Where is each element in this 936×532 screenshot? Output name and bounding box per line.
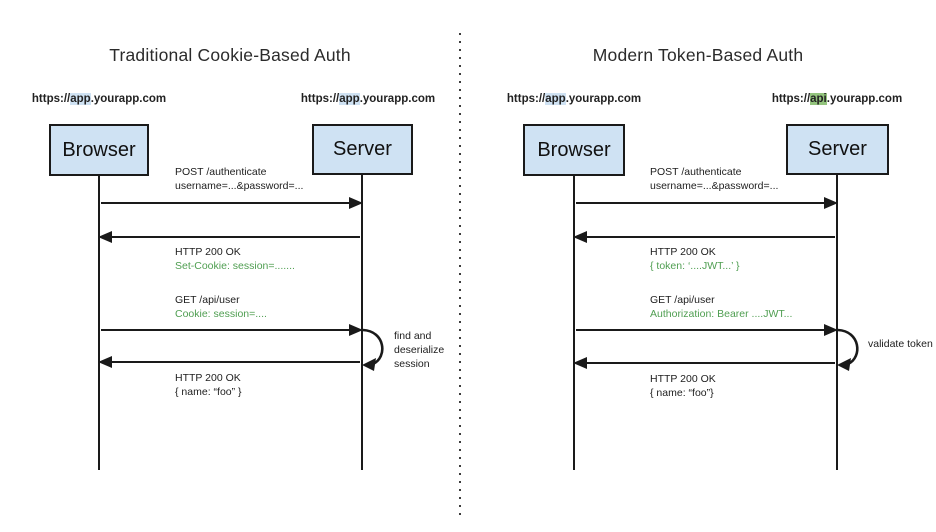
message-line2: Set-Cookie: session=....... — [175, 259, 295, 272]
message-line1: POST /authenticate — [650, 166, 742, 178]
message-line1: GET /api/user — [175, 294, 240, 306]
url-host-highlight: app — [545, 93, 566, 105]
note-line: deserialize — [394, 344, 445, 356]
message-line1: HTTP 200 OK — [650, 246, 716, 258]
arrowhead-icon — [573, 231, 587, 243]
arrow-http-200-name-foo-right — [573, 357, 837, 369]
note-line: validate token — [868, 338, 933, 350]
note-find-deserialize-session: find and deserialize session — [394, 329, 444, 371]
message-label-post-authenticate-right: POST /authenticate username=...&password… — [650, 166, 778, 193]
arrow-shaft — [101, 202, 360, 204]
self-loop-arrow-icon — [837, 328, 859, 371]
browser-lifeline-left — [98, 176, 100, 470]
arrow-http-200-token — [573, 231, 837, 243]
message-label-get-api-user-cookie: GET /api/user Cookie: session=.... — [175, 294, 267, 321]
panel-title-token-auth: Modern Token-Based Auth — [592, 45, 804, 65]
browser-box-right: Browser — [523, 124, 625, 176]
arrow-get-api-user-right — [574, 324, 838, 336]
message-line2: { name: “foo” } — [175, 385, 242, 398]
arrowhead-icon — [824, 197, 838, 209]
browser-url-right: https://app.yourapp.com — [504, 93, 644, 105]
server-lifeline-left — [361, 175, 363, 470]
url-host-highlight: api — [810, 93, 827, 105]
server-box-right: Server — [786, 124, 889, 175]
server-url-right: https://api.yourapp.com — [767, 93, 907, 105]
server-lifeline-right — [836, 175, 838, 470]
note-line: find and — [394, 330, 432, 342]
panel-title-cookie-auth: Traditional Cookie-Based Auth — [109, 45, 351, 65]
url-suffix: .yourapp.com — [565, 93, 642, 105]
browser-lifeline-right — [573, 176, 575, 470]
url-suffix: .yourapp.com — [359, 93, 436, 105]
url-host-highlight: app — [339, 93, 360, 105]
browser-url-left: https://app.yourapp.com — [29, 93, 169, 105]
message-line1: HTTP 200 OK — [175, 372, 241, 384]
server-box-left: Server — [312, 124, 413, 175]
arrow-shaft — [101, 329, 360, 331]
server-label: Server — [333, 138, 392, 160]
message-label-token: HTTP 200 OK { token: ‘....JWT...’ } — [650, 246, 739, 273]
arrow-shaft — [576, 362, 835, 364]
arrow-shaft — [101, 236, 360, 238]
message-line1: HTTP 200 OK — [650, 373, 716, 385]
url-prefix: https:// — [31, 93, 71, 105]
arrowhead-icon — [349, 197, 363, 209]
message-line2: username=...&password=... — [650, 179, 779, 192]
arrow-http-200-name-foo-left — [98, 356, 362, 368]
message-line1: HTTP 200 OK — [175, 246, 241, 258]
arrow-shaft — [101, 361, 360, 363]
message-label-name-foo-left: HTTP 200 OK { name: “foo” } — [175, 372, 242, 399]
arrow-http-200-setcookie — [98, 231, 362, 243]
url-suffix: .yourapp.com — [90, 93, 167, 105]
note-validate-token: validate token — [868, 337, 933, 351]
arrowhead-icon — [824, 324, 838, 336]
arrowhead-icon — [98, 231, 112, 243]
arrow-post-authenticate — [99, 197, 363, 209]
arrow-post-authenticate-right — [574, 197, 838, 209]
url-prefix: https:// — [771, 93, 811, 105]
self-loop-arrow-icon — [362, 328, 384, 371]
message-line2: { token: ‘....JWT...’ } — [650, 259, 740, 272]
url-prefix: https:// — [300, 93, 340, 105]
arrow-shaft — [576, 202, 835, 204]
message-label-post-authenticate: POST /authenticate username=...&password… — [175, 166, 303, 193]
arrowhead-icon — [98, 356, 112, 368]
dotted-divider-line — [459, 33, 461, 521]
arrow-shaft — [576, 329, 835, 331]
url-host-highlight: app — [70, 93, 91, 105]
server-label: Server — [808, 138, 867, 160]
browser-label: Browser — [537, 138, 611, 161]
url-prefix: https:// — [506, 93, 546, 105]
message-label-name-foo-right: HTTP 200 OK { name: “foo”} — [650, 373, 716, 400]
message-label-get-api-user-bearer: GET /api/user Authorization: Bearer ....… — [650, 294, 792, 321]
arrowhead-icon — [573, 357, 587, 369]
note-line: session — [394, 358, 430, 370]
message-line2: username=...&password=... — [175, 179, 304, 192]
message-line1: POST /authenticate — [175, 166, 267, 178]
browser-box-left: Browser — [49, 124, 149, 176]
message-line2: Authorization: Bearer ....JWT... — [650, 307, 793, 320]
arrow-shaft — [576, 236, 835, 238]
server-url-left: https://app.yourapp.com — [292, 93, 444, 105]
browser-label: Browser — [62, 138, 136, 161]
message-line2: Cookie: session=.... — [175, 307, 267, 320]
arrow-get-api-user-left — [99, 324, 363, 336]
arrowhead-icon — [349, 324, 363, 336]
message-line2: { name: “foo”} — [650, 386, 714, 399]
message-label-setcookie: HTTP 200 OK Set-Cookie: session=....... — [175, 246, 295, 273]
url-suffix: .yourapp.com — [826, 93, 903, 105]
message-line1: GET /api/user — [650, 294, 715, 306]
